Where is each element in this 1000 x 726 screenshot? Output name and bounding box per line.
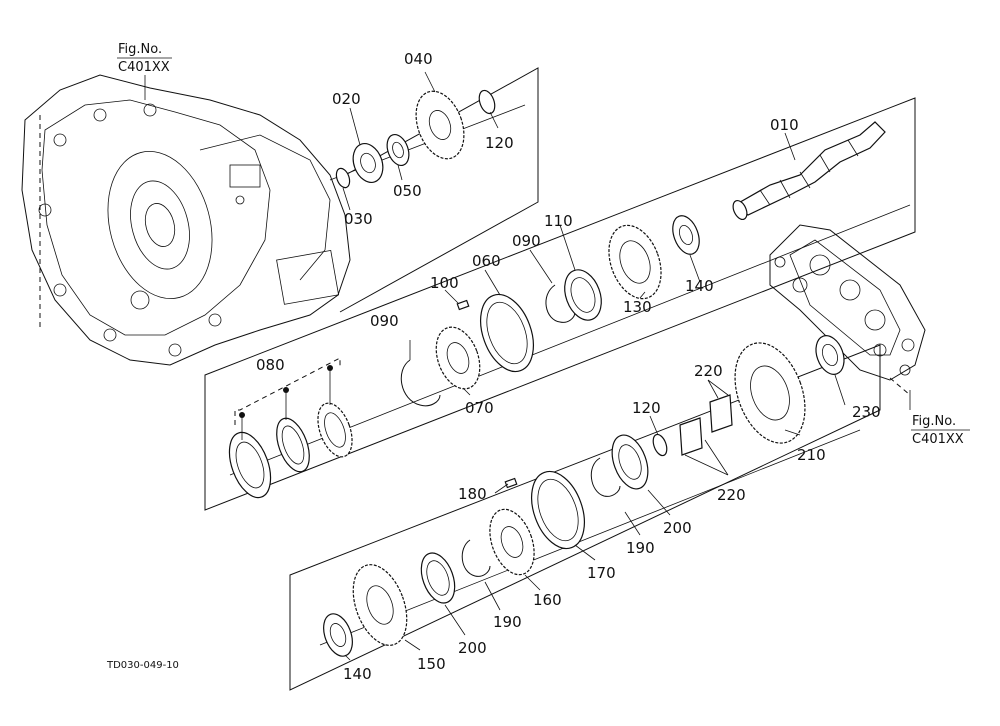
svg-text:Fig.No.: Fig.No. [118, 42, 162, 57]
label-200-upper: 200 [663, 519, 692, 537]
group-box-lower [289, 344, 881, 691]
part-170-sleeve [531, 470, 585, 550]
label-020: 020 [332, 90, 361, 108]
part-010-shaft [732, 121, 886, 221]
label-160: 160 [533, 591, 562, 609]
label-120-upper: 120 [485, 134, 514, 152]
part-040-gear [415, 90, 465, 160]
group-box-middle [204, 97, 916, 511]
part-080-synchronizer-rings [228, 402, 353, 499]
label-210: 210 [797, 446, 826, 464]
part-060-sleeve [480, 293, 534, 373]
label-220-lower: 220 [717, 486, 746, 504]
drawing-code: TD030-049-10 [106, 660, 179, 671]
part-190-snap-ring-upper [590, 457, 621, 497]
part-110-ring [564, 269, 602, 321]
label-190-lower: 190 [493, 613, 522, 631]
label-130: 130 [623, 298, 652, 316]
part-160-hub [489, 508, 535, 576]
svg-text:C401XX: C401XX [118, 60, 170, 75]
label-140-middle: 140 [685, 277, 714, 295]
label-050: 050 [393, 182, 422, 200]
part-030-collar [335, 167, 351, 189]
part-190-snap-ring-lower [461, 539, 491, 577]
label-040: 040 [404, 50, 433, 68]
label-140-lower: 140 [343, 665, 372, 683]
part-140-bearing-lower [323, 613, 353, 657]
label-150: 150 [417, 655, 446, 673]
figure-reference-top: Fig.No. C401XX [117, 42, 172, 75]
label-090-left: 090 [370, 312, 399, 330]
part-200-ring-upper [611, 434, 649, 490]
label-070: 070 [465, 399, 494, 417]
part-120-ring-lower [652, 433, 668, 457]
label-090-right: 090 [512, 232, 541, 250]
part-100-key [456, 299, 470, 311]
label-110: 110 [544, 212, 573, 230]
label-190-upper: 190 [626, 539, 655, 557]
label-060: 060 [472, 252, 501, 270]
transmission-case-left [21, 74, 351, 366]
part-140-bearing-middle [672, 215, 700, 255]
part-090-snap-ring-right [545, 284, 576, 323]
part-200-ring-lower [420, 552, 456, 604]
label-030: 030 [344, 210, 373, 228]
leader-lines [144, 71, 911, 661]
label-120-lower: 120 [632, 399, 661, 417]
part-080-bracket [234, 357, 341, 440]
label-010: 010 [770, 116, 799, 134]
label-170: 170 [587, 564, 616, 582]
part-230-bearing [815, 335, 845, 375]
part-220-bearing-halves [679, 394, 733, 456]
label-100: 100 [430, 274, 459, 292]
part-210-gear [734, 342, 806, 444]
part-180-key [504, 477, 518, 489]
part-050-needle-bearing [386, 133, 410, 167]
part-130-gear [608, 224, 662, 300]
part-090-snap-ring-left [400, 359, 441, 407]
label-200-lower: 200 [458, 639, 487, 657]
figure-reference-right: Fig.No. C401XX [911, 414, 970, 447]
part-120-ring-upper [478, 89, 496, 115]
part-020-bearing [352, 143, 384, 183]
part-labels: 010 020 030 040 050 120 060 070 080 090 … [256, 50, 881, 683]
svg-text:Fig.No.: Fig.No. [912, 414, 956, 429]
cover-plate-right [769, 224, 926, 396]
part-070-hub [435, 326, 481, 390]
label-230: 230 [852, 403, 881, 421]
label-220-upper: 220 [694, 362, 723, 380]
part-150-gear [352, 564, 408, 646]
svg-text:C401XX: C401XX [912, 432, 964, 447]
label-180: 180 [458, 485, 487, 503]
label-080: 080 [256, 356, 285, 374]
